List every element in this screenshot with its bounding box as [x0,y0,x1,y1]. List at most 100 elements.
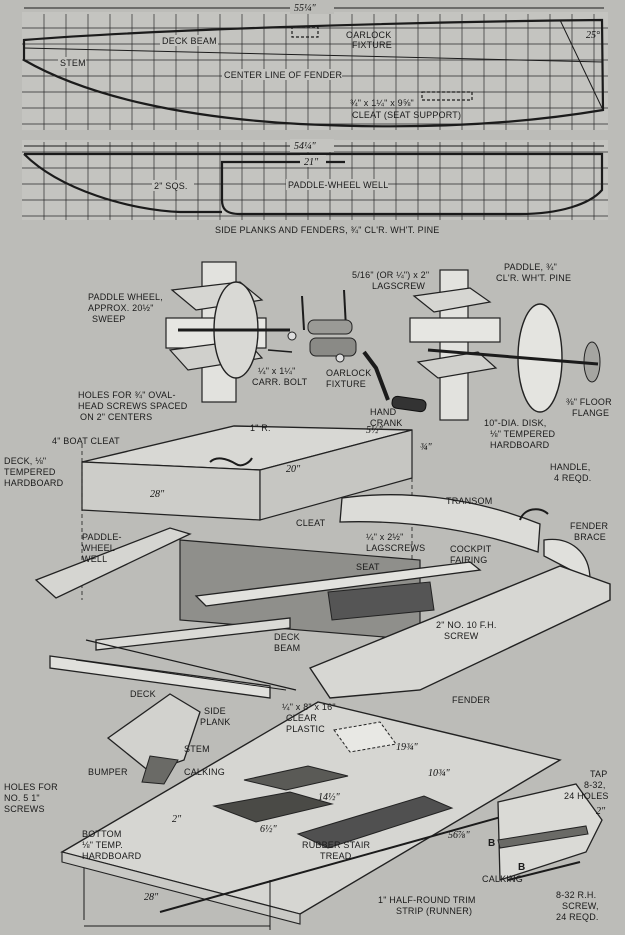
dim-14: 14½" [318,792,341,803]
dim-2a: 2" [172,814,182,825]
side-plank-label-1: SIDE [204,706,226,716]
holes-label-1: HOLES FOR ¾" OVAL- [78,390,176,400]
hand-crank-label-2: CRANK [370,418,403,428]
transom-label: TRANSOM [446,496,492,506]
oarlock-outline [291,26,319,38]
section-b-label-1: B [488,838,495,849]
paddle-wheel-label-3: SWEEP [92,314,126,324]
cleat-label: CLEAT (SEAT SUPPORT) [352,110,461,120]
holes5-label-1: HOLES FOR [4,782,58,792]
assembly-labels: PADDLE WHEEL, APPROX. 20½" SWEEP 5/16" (… [4,262,612,922]
plastic-label-1: ¼" x 8" x 16" [282,702,336,712]
side-plank-label-2: PLANK [200,717,231,727]
fender-brace-label-2: BRACE [574,532,606,542]
dim-5half: 5½" [366,425,384,436]
rh-label-1: 8-32 R.H. [556,890,596,900]
handle-label-2: 4 REQD. [554,473,591,483]
floor-flange-label-1: ⅜" FLOOR [566,397,612,407]
pw-well-label-2: WHEEL [82,543,115,553]
deck-label-2: TEMPERED [4,467,56,477]
paddle-wheel-label-2: APPROX. 20½" [88,303,154,313]
dim-6: 6½" [260,824,278,835]
right-paddle-wheel [409,269,601,421]
screw-label-2: SCREW [444,631,479,641]
radius-label: 1" R. [250,423,271,433]
dim-2b: 2" [596,806,606,817]
plank-caption: SIDE PLANKS AND FENDERS, ¾" CL'R. WH'T. … [215,225,439,235]
dim-3q: ¾" [420,442,433,453]
hand-crank [362,350,427,413]
paddle-label-1: PADDLE, ¾" [504,262,557,272]
fender-grid [22,14,608,130]
fender-brace-label-1: FENDER [570,521,609,531]
disk-label-1: 10"-DIA. DISK, [484,418,547,428]
top-oarlock-label: OARLOCK [346,30,391,40]
plastic-label-3: PLASTIC [286,724,325,734]
lagscrew-label-2: LAGSCREW [372,281,425,291]
hull-frame [34,527,611,699]
sqs-label: 2" SQS. [154,181,188,191]
angle-line [559,19,604,111]
dim-28-deck: 28" [150,489,165,500]
fender-label: FENDER [452,695,491,705]
seat-label: SEAT [356,562,380,572]
dim-56: 56⅞" [448,830,471,841]
angle-dim: 25° [586,30,600,41]
bumper-label: BUMPER [88,767,128,777]
side-plank-plan: 54¼" 21" 2" SQS. PADDLE-WHEEL WELL [22,139,608,220]
deck-panel [81,425,413,600]
disk-label-3: HARDBOARD [490,440,550,450]
holes-label-3: ON 2" CENTERS [80,412,152,422]
center-line-label: CENTER LINE OF FENDER [224,70,343,80]
floor-flange-label-2: FLANGE [572,408,609,418]
oarlock-label-2: FIXTURE [326,379,366,389]
deck-label-3: HARDBOARD [4,478,64,488]
disk-label-2: ⅛" TEMPERED [490,429,556,439]
cleat-outline [421,91,473,101]
stem-label-top: STEM [60,58,86,68]
carr-bolt-label-2: CARR. BOLT [252,377,308,387]
hand-crank-label-1: HAND [370,407,397,417]
rubber-label-1: RUBBER STAIR [302,840,371,850]
rh-label-3: 24 REQD. [556,912,599,922]
exploded-assembly: PADDLE WHEEL, APPROX. 20½" SWEEP 5/16" (… [4,261,612,930]
paddle-wheel-label-1: PADDLE WHEEL, [88,292,163,302]
pw-well-label-3: WELL [82,554,107,564]
calking-label-a: CALKING [184,767,225,777]
screw-label-1: 2" NO. 10 F.H. [436,620,497,630]
dim-28-bottom: 28" [144,892,159,903]
cleat-dim-label: ¾" x 1¼" x 9⅝" [350,98,414,108]
rh-label-2: SCREW, [562,901,599,911]
fender-outline [22,18,605,128]
bottom-label-3: HARDBOARD [82,851,142,861]
bottom-panel [60,701,563,930]
rubber-label-2: TREAD [320,851,352,861]
top-fixture-label: FIXTURE [352,40,392,50]
fender-plan: 55¼" 25° DECK BEAM OARLOCK FIXTURE STEM … [22,1,608,130]
tap-label-2: 8-32, [584,780,606,790]
lagscrews-label-2: LAGSCREWS [366,543,425,553]
cockpit-label-2: FAIRING [450,555,487,565]
plank-outline [23,152,604,216]
deck-beam-label-2: BEAM [274,643,300,653]
handle-label-1: HANDLE, [550,462,590,472]
dim-19: 19¾" [396,742,419,753]
bumper-detail [106,693,201,785]
dim-10: 10¾" [428,768,451,779]
cleat-label-assy: CLEAT [296,518,326,528]
runner-detail [497,783,603,881]
deck-beam-label-1: DECK [274,632,300,642]
pw-well-label-1: PADDLE- [82,532,122,542]
bottom-label-1: BOTTOM [82,829,122,839]
deck-label-1: DECK, ⅛" [4,456,46,466]
lagscrews-label-1: ¼" x 2½" [366,532,404,542]
oarlock-label-1: OARLOCK [326,368,371,378]
cockpit-label-1: COCKPIT [450,544,492,554]
dim-20: 20" [286,464,301,475]
oarlock-hardware [267,289,357,363]
deck-beam-label: DECK BEAM [162,36,217,46]
well-dim: 21" [304,157,319,168]
holes5-label-3: SCREWS [4,804,45,814]
